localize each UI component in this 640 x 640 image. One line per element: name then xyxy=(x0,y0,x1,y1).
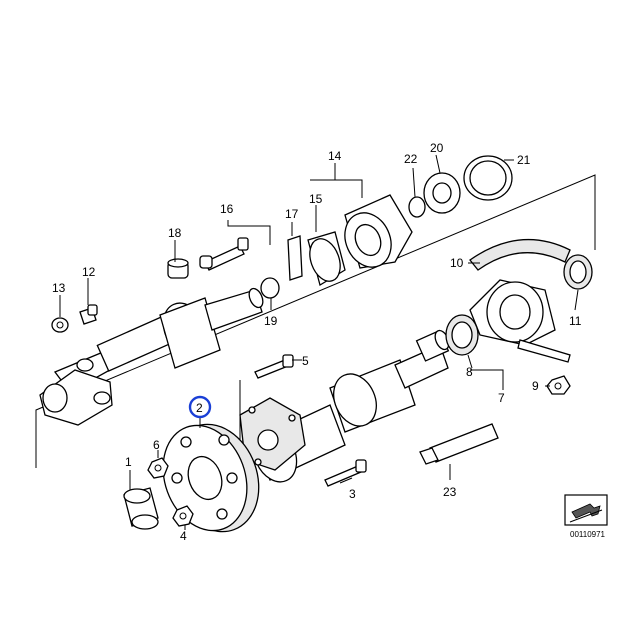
centre-bearing xyxy=(445,239,593,363)
callout-22: 22 xyxy=(404,152,418,166)
rear-shaft-section xyxy=(39,287,264,426)
callout-17: 17 xyxy=(285,207,299,221)
callout-10: 10 xyxy=(450,256,464,270)
callout-5: 5 xyxy=(302,354,309,368)
bushing xyxy=(123,487,159,530)
callout-18: 18 xyxy=(168,226,182,240)
callout-13: 13 xyxy=(52,281,66,295)
callout-6: 6 xyxy=(153,438,160,452)
callout-7: 7 xyxy=(498,391,505,405)
callout-15: 15 xyxy=(309,192,323,206)
cv-joint-assembly xyxy=(260,155,513,299)
callout-1: 1 xyxy=(125,455,132,469)
arrow-icon xyxy=(571,503,601,519)
callout-9: 9 xyxy=(532,379,539,393)
front-shaft-section xyxy=(239,329,450,483)
callout-labels: 1 3 4 5 6 7 8 9 10 11 12 13 14 15 16 17 … xyxy=(52,141,582,543)
leader-lines xyxy=(59,154,579,530)
callout-20: 20 xyxy=(430,141,444,155)
nuts xyxy=(51,317,571,527)
callout-12: 12 xyxy=(82,265,96,279)
callout-19: 19 xyxy=(264,314,278,328)
diagram-code: 00110971 xyxy=(570,530,606,539)
callout-3: 3 xyxy=(349,487,356,501)
diagram-code-box: 00110971 xyxy=(564,494,608,539)
callout-16: 16 xyxy=(220,202,234,216)
callout-23: 23 xyxy=(443,485,457,499)
callout-14: 14 xyxy=(328,149,342,163)
bolts xyxy=(79,237,367,487)
callout-11: 11 xyxy=(569,314,582,328)
highlight-ring xyxy=(188,395,212,419)
grease-tube xyxy=(419,423,499,465)
callout-21: 21 xyxy=(517,153,531,167)
highlighted-callout[interactable]: 2 xyxy=(188,395,212,419)
callout-2: 2 xyxy=(196,401,203,415)
callout-8: 8 xyxy=(466,365,473,379)
callout-4: 4 xyxy=(180,529,187,543)
flex-disc xyxy=(162,423,260,533)
